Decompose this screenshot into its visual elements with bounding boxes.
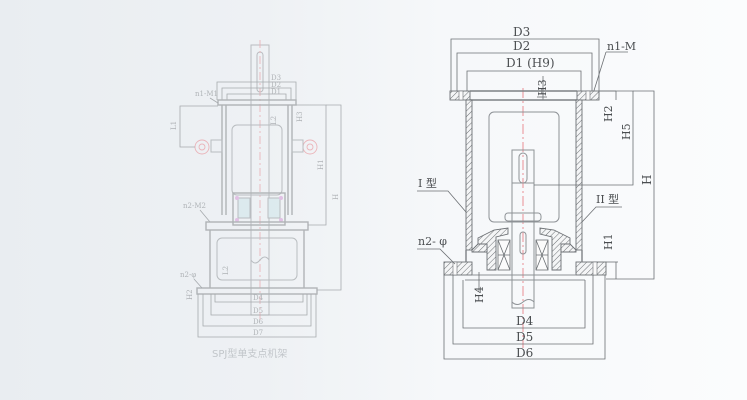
right-dim-d1 — [466, 70, 582, 95]
left-label-l2: L2 — [222, 266, 230, 275]
right-dim-d6 — [443, 275, 606, 360]
right-window — [488, 111, 560, 223]
left-seal-3 — [235, 218, 239, 222]
left-dim-d2 — [221, 87, 292, 100]
left-dim-d7 — [197, 294, 317, 338]
right-bolt-hole-l — [458, 90, 464, 101]
right-step-l — [471, 243, 488, 253]
right-step-r — [560, 243, 577, 253]
left-label-n1: n1-M1 — [195, 90, 218, 98]
right-wall-l — [465, 99, 473, 251]
right-label-d6: D6 — [516, 346, 533, 360]
right-bottom-flange-r — [575, 261, 607, 276]
right-label-d5: D5 — [516, 330, 533, 344]
left-label-n3: n2-φ — [180, 271, 196, 279]
left-window — [231, 124, 283, 196]
left-leader-n1 — [209, 97, 219, 104]
left-base-plate — [196, 287, 318, 295]
right-leader-type1 — [417, 190, 467, 213]
left-lug-hole-r-inner — [306, 143, 314, 151]
left-lower-window — [216, 237, 298, 281]
right-label-d1: D1 (H9) — [506, 56, 555, 70]
right-label-h5: H5 — [620, 123, 633, 140]
right-label-h1: H1 — [602, 233, 615, 250]
right-leader-n1m — [591, 51, 607, 98]
right-label-n2phi: n2- φ — [418, 235, 447, 248]
left-dim-h — [317, 104, 342, 291]
right-label-d3: D3 — [513, 25, 530, 39]
left-mid-flange — [205, 221, 309, 231]
right-label-h2: H2 — [602, 105, 615, 122]
left-lug-l — [210, 139, 223, 153]
right-shaft-keyway-lower — [519, 231, 527, 255]
left-label-n2: n2-M2 — [183, 202, 206, 210]
left-bearing-housing — [232, 192, 286, 226]
left-label-l2b: L2 — [270, 116, 278, 125]
left-label-l1: L1 — [170, 121, 178, 130]
right-bolt-hole-r — [585, 90, 591, 101]
left-dim-d1 — [226, 93, 287, 100]
right-label-h3: H3 — [536, 79, 549, 96]
left-label-d4: D4 — [253, 294, 264, 302]
right-leader-type2 — [581, 206, 622, 223]
right-collar — [504, 212, 542, 222]
left-seal-2 — [279, 196, 283, 200]
left-label-d5: D5 — [253, 307, 263, 315]
left-dim-d6 — [202, 294, 312, 327]
left-shaft-break — [250, 256, 270, 264]
left-label-d6: D6 — [253, 318, 264, 326]
left-leader-n2 — [199, 209, 211, 223]
left-lug-hole-l — [194, 139, 210, 155]
left-label-h: H — [332, 194, 340, 200]
right-wall-r — [575, 99, 583, 251]
right-shaft-break — [511, 299, 535, 305]
left-label-h2: H2 — [186, 289, 194, 300]
left-label-d7: D7 — [253, 329, 263, 337]
left-dim-h1 — [296, 104, 327, 226]
right-label-type2: II 型 — [596, 192, 619, 206]
left-bearing-r — [267, 197, 281, 219]
left-label-d1: D1 — [271, 88, 281, 96]
right-label-h4: H4 — [473, 286, 486, 303]
right-shaft — [511, 149, 535, 309]
right-bottom-flange-l — [443, 261, 473, 276]
left-leader-n3 — [193, 278, 203, 289]
right-dim-d4 — [462, 280, 586, 329]
left-top-flange — [217, 99, 297, 106]
right-label-h: H — [640, 175, 654, 185]
right-dim-h — [606, 90, 655, 280]
left-drawing-title: SPJ型单支点机架 — [212, 347, 287, 360]
left-bearing-l — [237, 197, 251, 219]
right-label-d2: D2 — [513, 39, 530, 53]
left-seal-1 — [235, 196, 239, 200]
right-label-d4: D4 — [516, 314, 534, 328]
right-dim-d2 — [456, 52, 593, 95]
left-lug-r — [291, 139, 304, 153]
left-lug-hole-r — [302, 139, 318, 155]
left-seal-4 — [279, 218, 283, 222]
right-label-type1: I 型 — [418, 176, 437, 190]
right-bearing-l-cross — [497, 239, 511, 271]
left-label-h1: H1 — [317, 159, 325, 170]
right-label-n1m: n1-M — [607, 40, 636, 53]
left-label-d2: D2 — [271, 81, 281, 89]
right-leader-n2phi — [417, 248, 456, 265]
right-drawing: D3 D2 D1 (H9) H3 n1-M — [417, 25, 655, 360]
right-dim-d5 — [452, 275, 594, 345]
right-dim-h5 — [576, 90, 634, 186]
right-bearing-r-cross — [535, 239, 549, 271]
left-label-d3: D3 — [271, 74, 281, 82]
left-dim-l1 — [179, 105, 218, 148]
right-bottom-hole-l — [452, 261, 458, 276]
left-dim-d4 — [214, 294, 304, 303]
left-drawing: D3 D2 D1 L1 n1-M1 n2-M2 — [170, 40, 342, 360]
left-lug-hole-l-inner — [198, 143, 206, 151]
left-dim-d3 — [216, 81, 297, 100]
right-bottom-hole-r — [592, 261, 598, 276]
left-label-h3: H3 — [296, 111, 304, 122]
left-dim-d5 — [210, 294, 308, 316]
right-dim-d3 — [450, 38, 600, 95]
